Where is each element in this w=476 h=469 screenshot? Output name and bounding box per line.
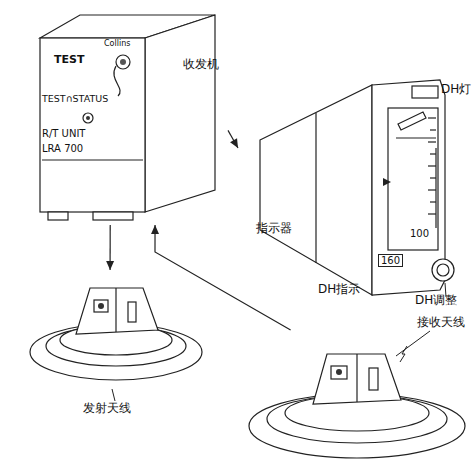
transmit-antenna: 发射天线 xyxy=(28,270,208,420)
device-part xyxy=(48,212,68,220)
device-part xyxy=(86,116,90,120)
part-label: DH灯 xyxy=(441,83,471,96)
device-text: R/T UNIT xyxy=(42,128,85,139)
device-part xyxy=(430,129,436,130)
device-part xyxy=(93,212,133,220)
device-part xyxy=(40,38,145,212)
device-part xyxy=(396,137,436,138)
device-part xyxy=(428,165,436,166)
device-outline xyxy=(238,78,448,278)
device-part xyxy=(115,288,116,332)
signal-arrow xyxy=(228,130,238,148)
device-text: 发射天线 xyxy=(83,402,131,415)
leader-line xyxy=(112,389,115,401)
device-part xyxy=(336,369,342,375)
part-label: 指示器 xyxy=(256,222,292,235)
device-part xyxy=(260,85,372,295)
device-part xyxy=(398,112,426,130)
device-part xyxy=(428,189,436,190)
device-part xyxy=(369,368,378,390)
device-outline xyxy=(38,10,228,225)
device-part xyxy=(388,108,438,250)
arrow-head xyxy=(106,261,114,270)
device-outline xyxy=(28,270,208,420)
device-text: 160 xyxy=(378,254,403,267)
device-part xyxy=(120,59,126,65)
device-text: 接收天线 xyxy=(417,316,465,329)
signal-bolt xyxy=(400,346,407,362)
device-part xyxy=(249,394,465,458)
device-part xyxy=(83,113,93,123)
device-part xyxy=(430,177,436,178)
device-text: TEST xyxy=(54,54,84,66)
device-part xyxy=(356,354,357,402)
arrow-head xyxy=(151,225,159,234)
transceiver-box: CollinsTEST TEST∩STATUS R/T UNIT LRA 700 xyxy=(38,10,228,225)
device-part xyxy=(116,55,130,69)
device-part xyxy=(94,300,108,312)
device-part xyxy=(145,15,215,212)
arrow-head xyxy=(230,138,238,148)
receive-antenna: 接收天线 xyxy=(245,330,473,466)
device-outline xyxy=(245,330,473,466)
device-part xyxy=(432,259,454,281)
device-part xyxy=(437,264,449,276)
device-part xyxy=(76,288,158,334)
device-part xyxy=(128,302,136,322)
signal-arrow xyxy=(155,225,291,330)
part-label: DH调整 xyxy=(415,294,457,307)
device-part xyxy=(435,148,436,228)
device-text: Collins xyxy=(104,40,130,49)
device-text: LRA 700 xyxy=(42,143,83,154)
device-part xyxy=(315,113,316,263)
device-part xyxy=(331,366,347,379)
device-part xyxy=(412,86,438,98)
device-part xyxy=(313,354,401,404)
device-part xyxy=(98,303,104,309)
device-text: 100 xyxy=(410,228,429,239)
device-part xyxy=(430,153,436,154)
part-label: 收发机 xyxy=(183,58,219,71)
leader-line xyxy=(396,331,430,356)
device-part xyxy=(430,201,436,202)
device-part xyxy=(428,141,436,142)
indicator-box: 100 160 xyxy=(238,78,448,278)
device-text: TEST∩STATUS xyxy=(42,94,108,104)
device-part xyxy=(42,159,143,160)
part-label: DH指示 xyxy=(318,283,360,296)
device-part xyxy=(428,213,436,214)
device-part xyxy=(428,117,436,118)
device-part xyxy=(114,66,120,96)
device-part xyxy=(383,178,391,186)
